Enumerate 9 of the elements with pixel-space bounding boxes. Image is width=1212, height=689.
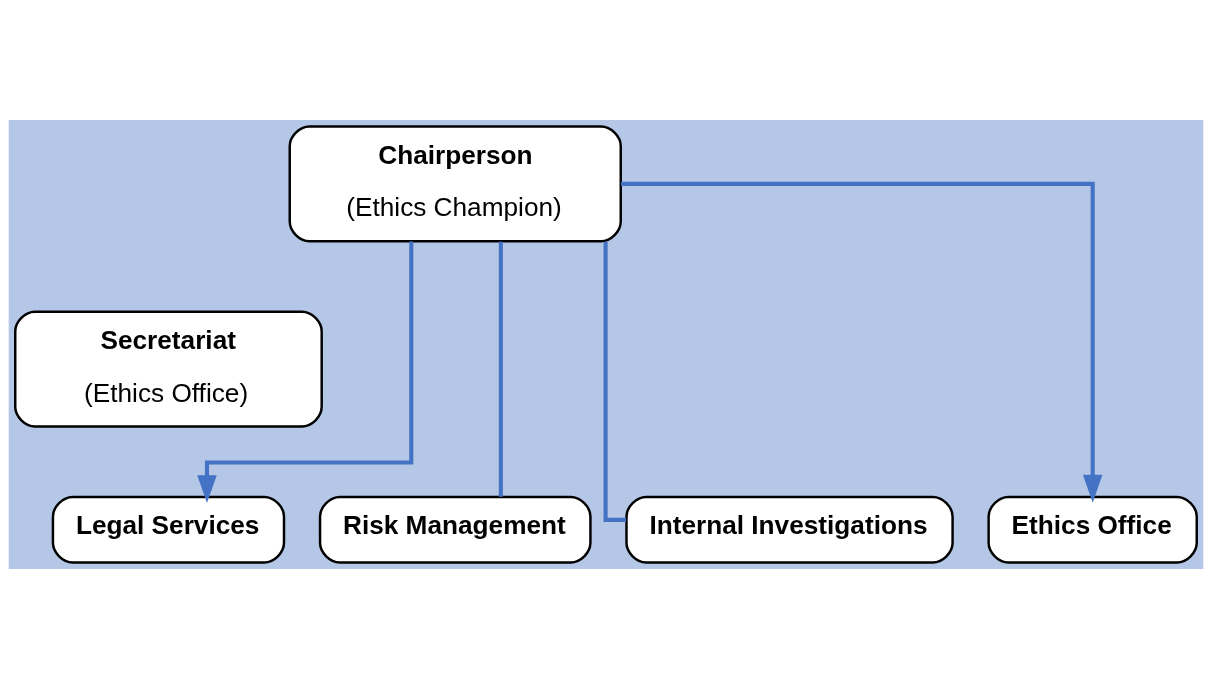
node-box: Risk Management xyxy=(318,495,592,564)
arrow xyxy=(621,181,1103,503)
node-box: Ethics Office xyxy=(987,495,1198,564)
arrow xyxy=(197,241,414,504)
node-box: Internal Investigations xyxy=(625,495,954,564)
node-box: Chairperson (Ethics Champion) xyxy=(288,125,622,243)
connector xyxy=(498,241,503,497)
node-box: Secretariat (Ethics Office) xyxy=(14,310,323,428)
node-box: Legal Services xyxy=(51,495,286,564)
